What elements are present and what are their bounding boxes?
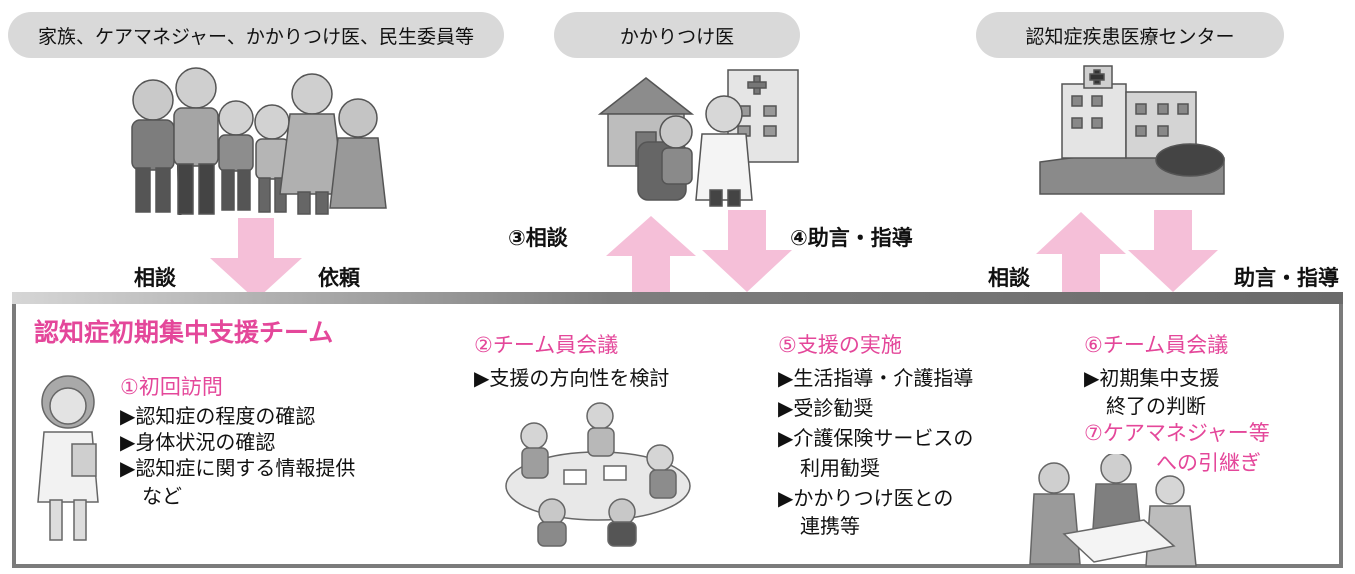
step5-line-2: ▶受診勧奨 [778, 396, 874, 420]
arrow-down-center-icon [1128, 210, 1218, 292]
arrow-up-center-icon [1036, 212, 1126, 292]
arrow-down-family-icon [210, 218, 302, 300]
step2-item-1: ▶支援の方向性を検討 [474, 366, 670, 390]
step7-heading-line1: ⑦ケアマネジャー等 [1084, 421, 1270, 445]
team-meeting-illustration-icon [505, 402, 691, 547]
step1-item-3: ▶認知症に関する情報提供 [120, 456, 356, 480]
step5-line-5: ▶かかりつけ医との [778, 486, 954, 510]
step5-line-3: ▶介護保険サービスの [778, 426, 974, 450]
advice-gp-label: ④助言・指導 [790, 226, 913, 250]
step6-line-1: ▶初期集中支援 [1084, 366, 1220, 390]
consult-center-label: 相談 [988, 266, 1030, 290]
arrow-down-gp-icon [702, 210, 792, 292]
team-box-topbar [12, 292, 1343, 304]
family-illustration-icon [131, 67, 387, 216]
request-label: 依頼 [318, 266, 360, 290]
step1-item-2: ▶身体状況の確認 [120, 430, 276, 454]
gp-pill: かかりつけ医 [554, 12, 800, 58]
step1-tail: など [142, 484, 182, 508]
family-pill: 家族、ケアマネジャー、かかりつけ医、民生委員等 [8, 12, 504, 58]
advice-center-label: 助言・指導 [1234, 266, 1339, 290]
gp-pill-label: かかりつけ医 [619, 25, 735, 48]
step2-heading: ②チーム員会議 [474, 333, 619, 357]
step6-heading: ⑥チーム員会議 [1084, 333, 1229, 357]
step5-line-1: ▶生活指導・介護指導 [778, 366, 974, 390]
hospital-illustration-icon [1039, 65, 1225, 195]
step6-line-2: 終了の判断 [1106, 394, 1206, 418]
consult-left-label: 相談 [134, 266, 176, 290]
nurse-illustration-icon [37, 375, 99, 541]
step5-heading: ⑤支援の実施 [778, 333, 902, 357]
handover-illustration-icon [1029, 454, 1197, 567]
step5-line-6: 連携等 [800, 514, 860, 538]
center-pill: 認知症疾患医療センター [976, 12, 1284, 58]
family-pill-label: 家族、ケアマネジャー、かかりつけ医、民生委員等 [37, 25, 475, 48]
arrow-up-gp-icon [606, 216, 696, 292]
doctor-consultation-illustration-icon [597, 69, 799, 207]
step1-item-1: ▶認知症の程度の確認 [120, 404, 316, 428]
team-box [12, 292, 1343, 568]
step7-heading-line2: への引継ぎ [1156, 451, 1261, 475]
center-pill-label: 認知症疾患医療センター [1025, 25, 1235, 48]
consult-gp-label: ③相談 [508, 226, 568, 250]
step1-heading: ①初回訪問 [120, 375, 223, 399]
team-title: 認知症初期集中支援チーム [34, 318, 334, 347]
step5-line-4: 利用勧奨 [800, 456, 880, 480]
